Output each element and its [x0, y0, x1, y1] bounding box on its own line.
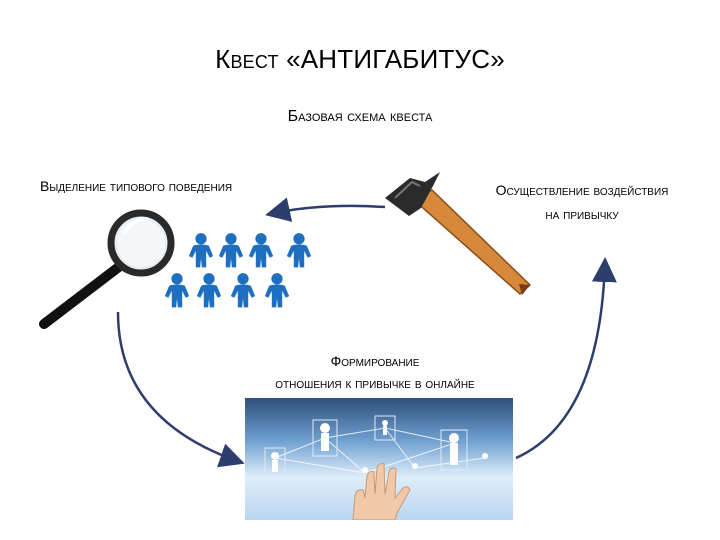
diagram-title: Квест «АНТИГАБИТУС» — [215, 44, 505, 74]
hammer-icon — [385, 172, 532, 296]
node-label-right: Осуществление воздействия на привычку — [462, 178, 702, 226]
node-label-right-line2: на привычку — [545, 206, 619, 222]
node-label-bottom: Формирование отношения к привычке в онла… — [220, 350, 530, 394]
diagram-subtitle: Базовая схема квеста — [287, 108, 433, 125]
arrow-hammer-to-magnifier — [265, 197, 386, 222]
arrow-magnifier-to-network — [116, 311, 245, 468]
node-label-bottom-line1: Формирование — [330, 353, 420, 369]
node-label-left: Выделение типового поведения — [40, 178, 233, 194]
arrow-network-to-hammer — [515, 257, 617, 460]
magnifier-icon — [39, 209, 175, 329]
people-group-icon — [164, 233, 312, 308]
network-hand-image — [245, 398, 513, 520]
node-label-bottom-line2: отношения к привычке в онлайне — [275, 375, 475, 391]
node-label-right-line1: Осуществление воздействия — [495, 182, 669, 198]
